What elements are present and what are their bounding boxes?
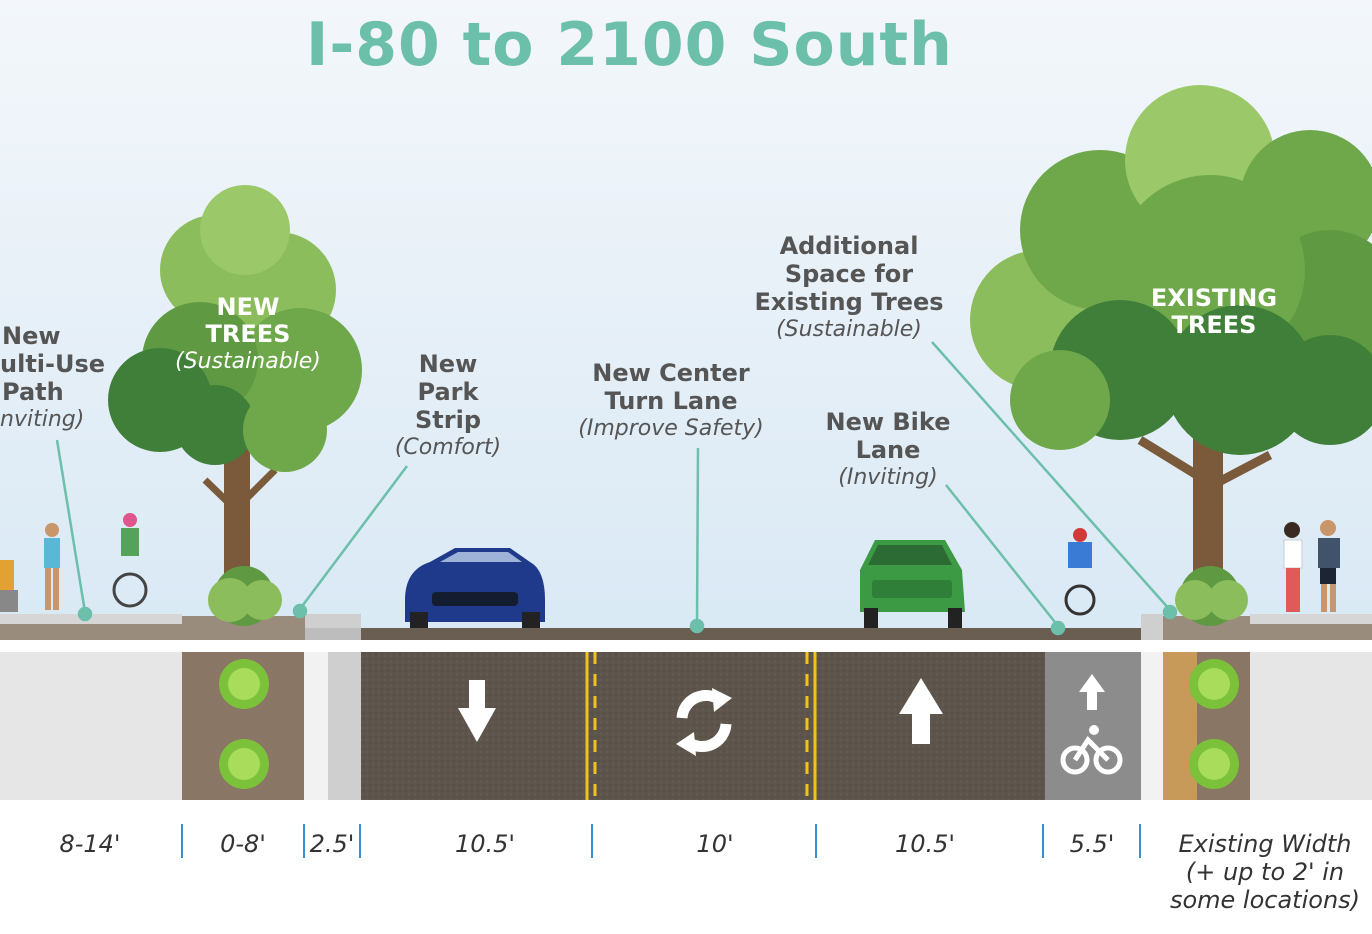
bike-lane-arrow-icon	[1079, 674, 1105, 710]
dimension-tick	[1042, 824, 1044, 858]
label-sub: (Inviting)	[838, 465, 938, 490]
car-blue	[405, 548, 545, 628]
dimension-tick	[815, 824, 817, 858]
label-line: Lane	[855, 436, 921, 464]
existing-tree-illustration	[970, 85, 1372, 626]
label-line: Space for	[784, 260, 914, 288]
label-line: NEW	[216, 293, 280, 321]
dimension-line: Existing Width	[1178, 830, 1352, 858]
label-park-strip: New Park Strip (Comfort)	[380, 350, 516, 462]
car-green	[860, 540, 965, 628]
label-sub: (Sustainable)	[776, 317, 922, 342]
center-lane-markings	[585, 652, 817, 800]
u-turn-icon	[676, 688, 732, 756]
label-line: New	[418, 350, 478, 378]
label-sub: (Improve Safety)	[578, 416, 764, 441]
label-line: TREES	[205, 320, 291, 348]
arrow-up-icon	[899, 678, 943, 744]
sidewalk-right-plan	[1250, 652, 1372, 800]
dimension-tick	[591, 824, 593, 858]
dimension-tick	[359, 824, 361, 858]
label-existing-trees: EXISTING TREES	[1136, 285, 1292, 339]
label-line: TREES	[1171, 311, 1257, 339]
page-title: I-80 to 2100 South	[306, 10, 953, 80]
label-line: ulti-Use	[0, 350, 106, 378]
dimension-planter: 0-8'	[220, 830, 266, 858]
label-bike-lane: New Bike Lane (Inviting)	[814, 408, 962, 492]
label-line: Path	[2, 378, 64, 406]
leader-lines	[55, 341, 1178, 636]
label-line: Additional	[779, 232, 919, 260]
dimension-travel-lane-right: 10.5'	[894, 830, 956, 858]
label-new-trees: NEW TREES (Sustainable)	[160, 294, 336, 375]
dimension-line: (+ up to 2' in	[1185, 858, 1345, 886]
multi-use-path-plan	[0, 652, 182, 800]
dimension-line: some locations)	[1169, 886, 1361, 914]
dimension-center-lane: 10'	[696, 830, 734, 858]
dimension-tick	[303, 824, 305, 858]
label-line: New Center	[592, 359, 750, 387]
dimension-existing-width: Existing Width (+ up to 2' in some locat…	[1160, 830, 1370, 914]
pedestrians-right	[1283, 520, 1340, 612]
dimension-tick	[1139, 824, 1141, 858]
new-tree-illustration	[108, 185, 362, 626]
label-line: Park	[417, 378, 479, 406]
dimension-tick	[181, 824, 183, 858]
dimension-travel-lane-left: 10.5'	[454, 830, 516, 858]
park-strip-plan	[328, 652, 361, 800]
label-sub: nviting)	[0, 407, 85, 432]
label-line: New Bike	[825, 408, 951, 436]
planter-shrubs	[219, 659, 1239, 789]
label-sub: (Sustainable)	[175, 349, 321, 374]
roadway-plan	[361, 652, 1045, 800]
cyclist-right	[1064, 528, 1096, 616]
arrow-down-icon	[458, 680, 496, 742]
label-sub: (Comfort)	[394, 435, 502, 460]
label-line: Existing Trees	[754, 288, 944, 316]
label-line: Strip	[415, 406, 481, 434]
label-line: EXISTING	[1150, 284, 1278, 312]
label-multi-use-path: New ulti-Use Path nviting)	[0, 322, 105, 434]
bicycle-icon	[1060, 725, 1123, 775]
dimension-multi-use-path: 8-14'	[59, 830, 121, 858]
dimension-park-strip: 2.5'	[309, 830, 355, 858]
dimension-bike-lane: 5.5'	[1069, 830, 1115, 858]
label-line: New	[2, 322, 61, 350]
label-additional-space: Additional Space for Existing Trees (Sus…	[748, 232, 950, 344]
roadway-elev	[361, 628, 1141, 640]
pedestrians-left	[0, 513, 148, 612]
label-line: Turn Lane	[604, 387, 738, 415]
label-center-turn-lane: New Center Turn Lane (Improve Safety)	[566, 359, 776, 443]
